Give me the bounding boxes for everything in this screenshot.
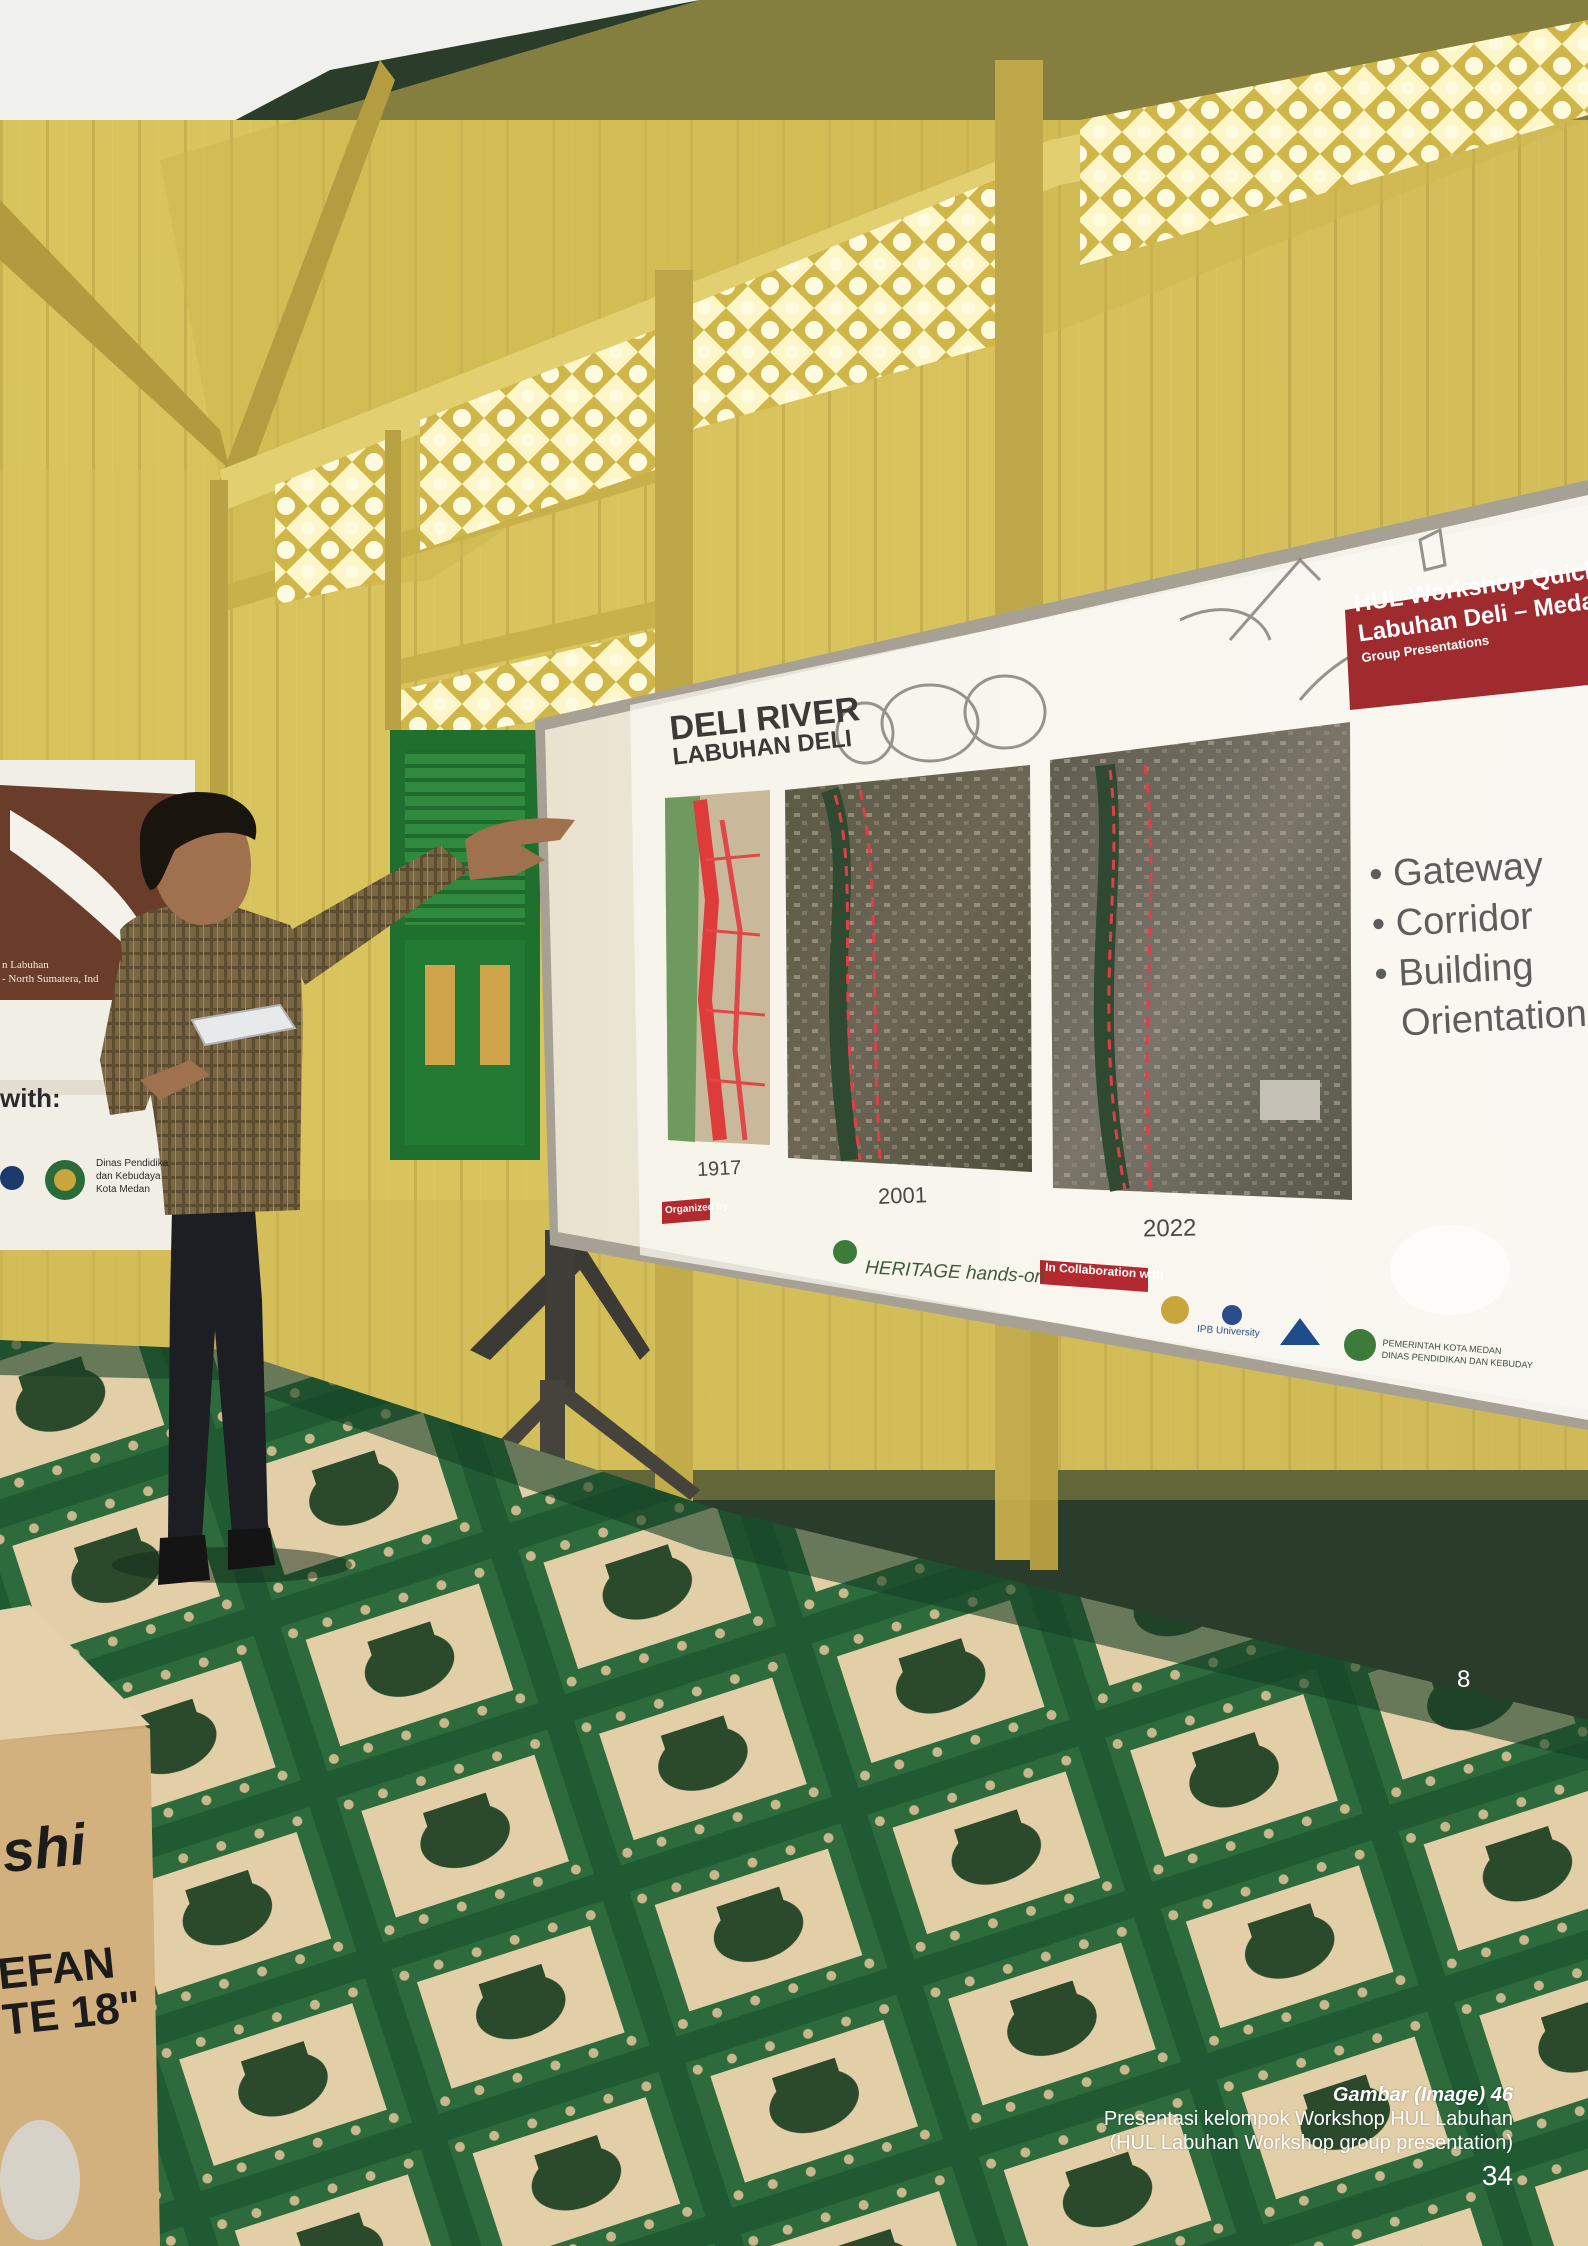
poster-with-label: with: [0, 1083, 61, 1113]
poster-label-line2: - North Sumatera, Ind [2, 973, 99, 985]
caption-line2: (HUL Labuhan Workshop group presentation… [1109, 2132, 1513, 2154]
caption-title: Gambar (Image) 46 [1332, 2084, 1513, 2106]
poster-dinas-line1: Dinas Pendidika [96, 1158, 169, 1169]
poster-dinas-text: Dinas Pendidika dan Kebudaya Kota Medan [96, 1157, 168, 1196]
slide-number: 8 [1457, 1666, 1471, 1693]
poster-dinas-line3: Kota Medan [96, 1184, 150, 1195]
box-brand: shi [0, 1811, 89, 1886]
slide-bullets: • Gateway • Corridor • Building Orientat… [1368, 839, 1588, 1050]
year-2001: 2001 [877, 1182, 928, 1209]
year-1917: 1917 [696, 1156, 743, 1182]
poster-dinas-line2: dan Kebudaya [96, 1171, 161, 1182]
page-number: 34 [1481, 2160, 1513, 2191]
box-model-text: EFAN TE 18" [0, 1938, 143, 2045]
figure-caption: Gambar (Image) 46 Presentasi kelompok Wo… [1104, 2083, 1513, 2155]
year-2022: 2022 [1142, 1214, 1197, 1243]
poster-label-line1: n Labuhan [2, 959, 49, 971]
poster-label: n Labuhan - North Sumatera, Ind [2, 958, 99, 986]
caption-line1: Presentasi kelompok Workshop HUL Labuhan [1103, 2108, 1513, 2130]
